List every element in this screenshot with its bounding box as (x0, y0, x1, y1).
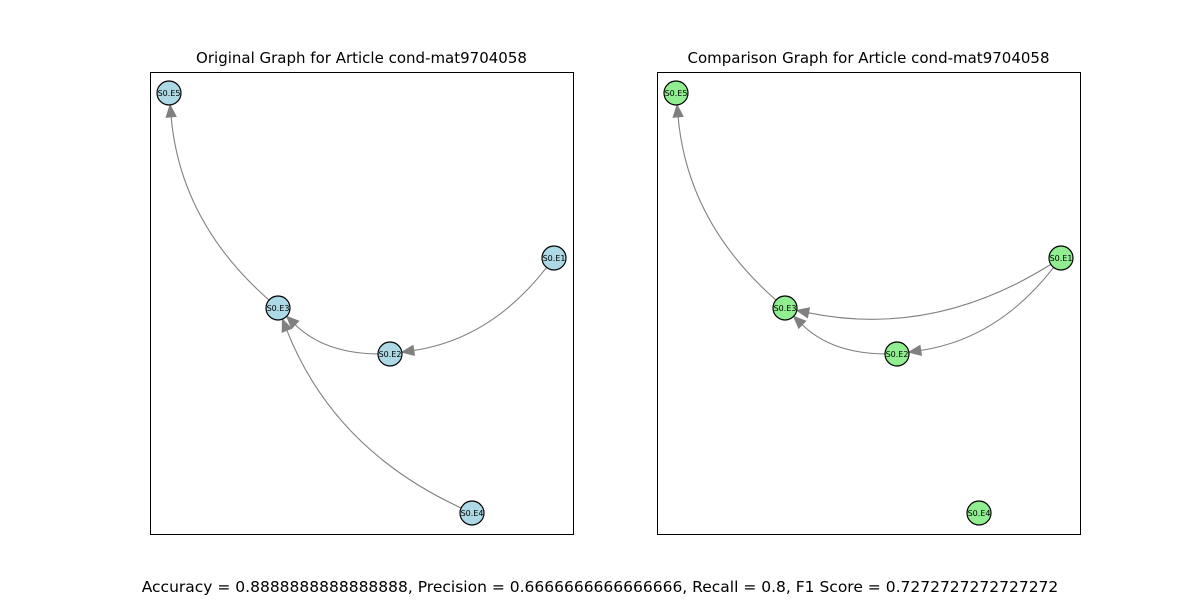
node-label: S0.E5 (665, 89, 688, 98)
edge-arrowhead (907, 344, 923, 357)
node-S0.E4: S0.E4 (966, 500, 992, 526)
node-circle (772, 295, 798, 321)
node-circle (156, 80, 182, 106)
node-S0.E2: S0.E2 (377, 341, 403, 367)
original-graph-title: Original Graph for Article cond-mat97040… (196, 49, 527, 67)
node-S0.E1: S0.E1 (541, 245, 567, 271)
edge-S0.E4-to-S0.E3 (281, 317, 462, 509)
node-label: S0.E3 (267, 304, 290, 313)
node-circle (966, 500, 992, 526)
edge-S0.E1-to-S0.E2 (907, 267, 1055, 357)
node-S0.E1: S0.E1 (1048, 245, 1074, 271)
edge-arrowhead (285, 315, 300, 330)
node-circle (884, 341, 910, 367)
node-label: S0.E4 (968, 509, 991, 518)
comparison-graph-title: Comparison Graph for Article cond-mat970… (687, 49, 1050, 67)
node-label: S0.E4 (461, 509, 484, 518)
edge-arrowhead (795, 307, 811, 319)
node-S0.E4: S0.E4 (459, 500, 485, 526)
node-circle (663, 80, 689, 106)
node-S0.E3: S0.E3 (265, 295, 291, 321)
node-S0.E5: S0.E5 (663, 80, 689, 106)
node-label: S0.E5 (158, 89, 181, 98)
edge-line (413, 267, 548, 351)
metrics-summary: Accuracy = 0.8888888888888888, Precision… (141, 578, 1059, 596)
plot-frame (657, 72, 1081, 535)
edge-arrowhead (672, 103, 684, 118)
node-circle (459, 500, 485, 526)
node-S0.E3: S0.E3 (772, 295, 798, 321)
node-circle (377, 341, 403, 367)
edge-S0.E2-to-S0.E3 (792, 315, 886, 355)
node-label: S0.E2 (379, 350, 402, 359)
edge-arrowhead (281, 317, 293, 333)
node-label: S0.E1 (1050, 254, 1073, 263)
edge-S0.E1-to-S0.E2 (400, 267, 548, 357)
edge-line (294, 324, 379, 355)
edge-S0.E3-to-S0.E5 (672, 103, 777, 301)
plot-frame (150, 72, 574, 535)
edge-line (677, 116, 777, 301)
edge-S0.E2-to-S0.E3 (285, 315, 379, 355)
edge-S0.E3-to-S0.E5 (165, 103, 270, 301)
edge-line (801, 324, 886, 355)
node-label: S0.E1 (543, 254, 566, 263)
node-S0.E2: S0.E2 (884, 341, 910, 367)
node-circle (1048, 245, 1074, 271)
node-circle (265, 295, 291, 321)
edge-line (920, 267, 1055, 351)
node-S0.E5: S0.E5 (156, 80, 182, 106)
node-label: S0.E3 (774, 304, 797, 313)
edge-arrowhead (165, 103, 177, 118)
edge-S0.E1-to-S0.E3 (795, 263, 1052, 320)
edge-arrowhead (400, 344, 416, 357)
edge-line (286, 330, 462, 509)
edge-arrowhead (792, 315, 807, 330)
edge-line (170, 116, 270, 301)
edge-line (808, 263, 1052, 320)
node-circle (541, 245, 567, 271)
node-label: S0.E2 (886, 350, 909, 359)
